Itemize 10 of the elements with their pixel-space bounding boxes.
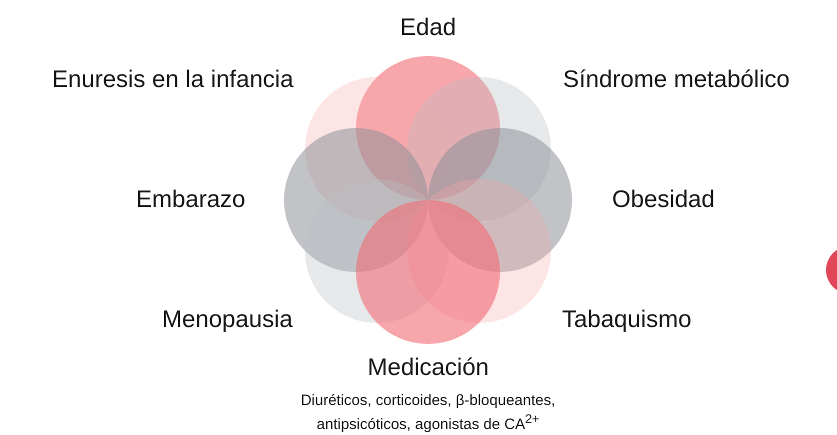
factor-note: Diuréticos, corticoides, β-bloqueantes, antipsicóticos, agonistas de CA$^{2+}$ bbox=[300, 392, 556, 434]
factor-label: Edad bbox=[400, 14, 456, 42]
factor-label: Menopausia bbox=[162, 306, 293, 334]
factor-label: Medicación bbox=[368, 354, 489, 382]
circle bbox=[356, 200, 500, 344]
factor-label: Embarazo bbox=[136, 186, 246, 214]
factor-label: Obesidad bbox=[612, 186, 715, 214]
factor-label: Tabaquismo bbox=[562, 306, 692, 334]
factor-label: Enuresis en la infancia bbox=[52, 66, 294, 94]
factor-label: Síndrome metabólico bbox=[563, 66, 790, 94]
